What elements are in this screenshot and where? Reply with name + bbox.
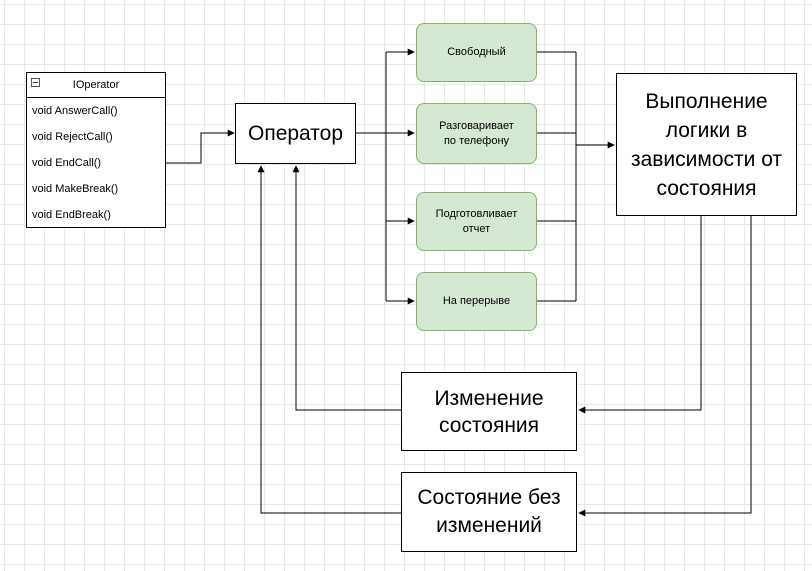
ioperator-interface: IOperator void AnswerCall() void RejectC… xyxy=(26,72,166,228)
state-free-label: Свободный xyxy=(447,46,506,58)
edge-logic-to-nochange xyxy=(578,216,752,517)
state-talking-label: Разговаривает по телефону xyxy=(439,119,514,147)
method-answer-call: void AnswerCall() xyxy=(32,105,118,117)
logic-label: Выполнение логики в зависимости от состо… xyxy=(630,89,783,200)
method-make-break: void MakeBreak() xyxy=(32,183,119,195)
state-report: Подготовливает отчет xyxy=(416,192,537,251)
operator-box: Оператор xyxy=(235,103,356,164)
state-talking: Разговаривает по телефону xyxy=(416,103,537,164)
state-change-box: Изменение состояния xyxy=(401,372,577,451)
method-end-break: void EndBreak() xyxy=(32,209,111,221)
edge-logic-to-change xyxy=(578,216,702,414)
method-end-call: void EndCall() xyxy=(32,157,102,169)
state-free: Свободный xyxy=(416,23,537,82)
state-break-label: На перерыве xyxy=(442,295,511,307)
edge-interface-to-operator xyxy=(166,129,235,164)
method-reject-call: void RejectCall() xyxy=(32,131,113,143)
collapse-icon[interactable] xyxy=(31,78,40,87)
state-change-label: Изменение состояния xyxy=(434,386,544,437)
logic-box: Выполнение логики в зависимости от состо… xyxy=(616,73,797,216)
interface-header: IOperator xyxy=(27,73,165,98)
edge-nochange-to-operator xyxy=(257,165,401,514)
edge-change-to-operator xyxy=(292,165,401,411)
interface-name: IOperator xyxy=(72,79,120,91)
no-change-label: Состояние без изменений xyxy=(417,486,561,537)
state-report-label: Подготовливает отчет xyxy=(435,207,518,235)
state-break: На перерыве xyxy=(416,272,537,331)
no-change-box: Состояние без изменений xyxy=(401,472,577,552)
operator-label: Оператор xyxy=(247,121,344,145)
